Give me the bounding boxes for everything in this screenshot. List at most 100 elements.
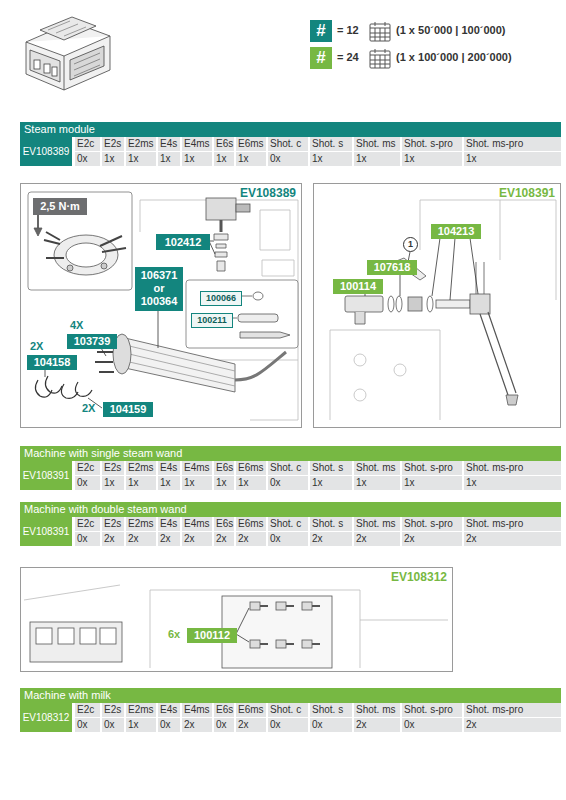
- quantity-cell: 1x: [464, 476, 561, 490]
- model-header-cell: E4ms: [182, 137, 212, 151]
- quantity-cell: 0x: [268, 718, 308, 732]
- milk-fittings-drawing: [24, 585, 448, 668]
- part-number: 102412: [165, 236, 202, 249]
- section-band: Machine with double steam wand: [20, 502, 561, 517]
- part-number: 100211: [197, 314, 227, 327]
- part-number: 100066: [206, 292, 236, 305]
- model-header-cell: Shot. s: [310, 703, 352, 717]
- model-header-cell: E2s: [102, 517, 124, 531]
- steam-module-drawing: [28, 192, 298, 420]
- panel-title: EV108389: [240, 186, 296, 200]
- part-callout: 107618: [367, 260, 417, 275]
- model-header-cell: Shot. ms-pro: [464, 461, 561, 475]
- model-header-cell: Shot. ms: [354, 137, 400, 151]
- kit-number-cell: EV108391: [20, 461, 72, 490]
- quantity-cell: 1x: [182, 476, 212, 490]
- legend-text: = 24: [337, 51, 359, 63]
- part-number: 103739: [74, 335, 111, 348]
- quantity-cell: 2x: [182, 532, 212, 546]
- quantity-cell: 2x: [236, 532, 266, 546]
- quantity-cell: 1x: [214, 476, 234, 490]
- model-header-cell: Shot. ms-pro: [464, 137, 561, 151]
- model-header-cell: E2s: [102, 137, 124, 151]
- model-header-cell: E4s: [158, 517, 180, 531]
- model-header-cell: Shot. ms: [354, 703, 400, 717]
- quantity-cell: 1x: [214, 152, 234, 166]
- model-header-cell: E2ms: [126, 517, 156, 531]
- quantity-cell: 0x: [75, 152, 100, 166]
- panel-title: EV108391: [499, 186, 555, 200]
- model-header-cell: Shot. c: [268, 461, 308, 475]
- model-header-cell: E6ms: [236, 461, 266, 475]
- part-callout: 104159: [103, 402, 153, 417]
- model-header-cell: E2ms: [126, 703, 156, 717]
- quantity-cell: 2x: [158, 532, 180, 546]
- model-header-cell: Shot. ms-pro: [464, 703, 561, 717]
- model-header-cell: Shot. ms: [354, 461, 400, 475]
- model-header-cell: Shot. c: [268, 137, 308, 151]
- quantity-cell: 0x: [75, 532, 100, 546]
- model-header-cell: E2s: [102, 703, 124, 717]
- quantity-cell: 1x: [354, 152, 400, 166]
- quantity-cell: 0x: [268, 476, 308, 490]
- quantity-cell: 1x: [236, 476, 266, 490]
- model-header-cell: Shot. s-pro: [402, 517, 462, 531]
- interval-note: (1 x 50´000 | 100´000): [396, 24, 505, 36]
- model-header-cell: E4ms: [182, 703, 212, 717]
- quantity-cell: 1x: [182, 152, 212, 166]
- part-number: 104158: [34, 356, 71, 369]
- interval-note: (1 x 100´000 | 200´000): [396, 51, 512, 63]
- steam-wand-drawing: [330, 200, 556, 420]
- quantity-cell: 2x: [354, 532, 400, 546]
- model-header-cell: E6s: [214, 137, 234, 151]
- quantity-cell: 0x: [75, 718, 100, 732]
- quantity-cell: 1x: [158, 476, 180, 490]
- model-header-cell: Shot. s: [310, 517, 352, 531]
- quantity-cell: 2x: [214, 532, 234, 546]
- legend-symbol: #: [310, 47, 332, 69]
- part-callout: 104213: [431, 224, 481, 239]
- kit-number-cell: EV108312: [20, 703, 72, 732]
- part-callout-light: 100211: [191, 313, 233, 328]
- quantity-cell: 1x: [464, 152, 561, 166]
- quantity-cell: 1x: [126, 152, 156, 166]
- model-header-cell: Shot. s-pro: [402, 137, 462, 151]
- section-band: Steam module: [20, 122, 561, 137]
- section-title: Machine with single steam wand: [20, 446, 561, 461]
- part-callout: 103739: [67, 334, 117, 349]
- quantity-cell: 2x: [464, 718, 561, 732]
- model-header-cell: E6s: [214, 461, 234, 475]
- model-header-cell: E4ms: [182, 461, 212, 475]
- section-title: Machine with milk: [20, 688, 561, 703]
- model-header-cell: Shot. s-pro: [402, 703, 462, 717]
- legend-symbol: #: [310, 20, 332, 42]
- part-number: 100114: [340, 280, 376, 293]
- legend-text: = 12: [337, 24, 359, 36]
- quantity-cell: 2x: [402, 532, 462, 546]
- model-header-cell: Shot. c: [268, 517, 308, 531]
- model-header-cell: E6ms: [236, 703, 266, 717]
- quantity-cell: 1x: [102, 476, 124, 490]
- section-title: Steam module: [20, 122, 561, 137]
- quantity-cell: 1x: [402, 476, 462, 490]
- part-number: 100112: [194, 629, 230, 642]
- section-band: Machine with milk: [20, 688, 561, 703]
- model-header-cell: Shot. s: [310, 461, 352, 475]
- model-header-cell: E6ms: [236, 517, 266, 531]
- quantity-cell: 2x: [236, 718, 266, 732]
- model-header-cell: E4ms: [182, 517, 212, 531]
- model-header-cell: E2s: [102, 461, 124, 475]
- quantity-cell: 0x: [310, 718, 352, 732]
- model-header-cell: E2c: [75, 137, 100, 151]
- calendar-icon: [370, 22, 390, 68]
- quantity-cell: 1x: [236, 152, 266, 166]
- part-callout: 100114: [333, 279, 383, 294]
- quantity-cell: 1x: [126, 476, 156, 490]
- figure-panel: EV108391 104213 107618 100114: [313, 183, 561, 428]
- model-header-cell: Shot. ms-pro: [464, 517, 561, 531]
- quantity-cell: 2x: [354, 718, 400, 732]
- part-callout: 104158: [27, 355, 77, 370]
- part-number: 104159: [110, 403, 147, 416]
